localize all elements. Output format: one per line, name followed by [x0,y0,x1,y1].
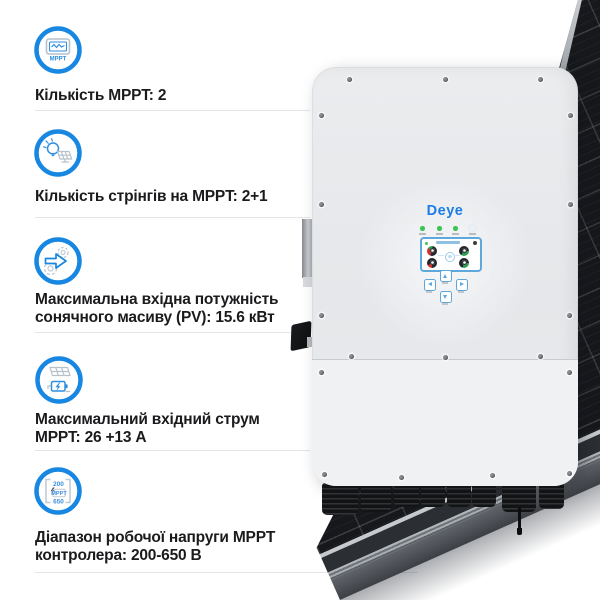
spec-voltage-range: Діапазон робочої напруги MPPT контролера… [35,529,276,564]
screen-header-text [436,241,460,244]
max-pv-power-icon [34,237,82,285]
screw [443,77,448,82]
range-mid-label: MPPT [51,491,67,497]
inverter-lower-section [312,359,578,486]
screw [490,473,495,478]
nav-label [442,303,448,305]
cable-gland [361,483,391,512]
spec-max-input-current: Максимальний вхідний струм MPPT: 26 +13 … [35,411,260,446]
mppt-count-icon: MPPT [34,26,82,74]
cable-gland [447,483,471,507]
status-led-green [420,226,425,231]
range-top-value: 200 [53,481,64,488]
nav-left-button [424,279,436,291]
nav-down-button [440,291,452,303]
led-label [436,233,443,235]
divider [35,110,310,111]
screen-status-dot [425,241,428,245]
mppt-icon-label: MPPT [50,57,67,63]
screw [399,475,404,480]
divider [35,332,310,333]
cable-gland [421,483,445,507]
flow-link [438,255,444,256]
screw [322,472,327,477]
energy-flow-node [445,251,455,262]
nav-up-button [440,270,452,282]
dc-switch-hinge [307,337,312,347]
battery-gauge [459,257,469,268]
grid-gauge [459,245,469,256]
wall-bracket [302,219,312,278]
cable-gland [539,483,564,509]
screw [568,113,573,118]
cable-gland [394,483,419,507]
screw [319,113,324,118]
status-led-alarm [470,226,475,231]
screw [349,354,354,359]
nav-label [442,282,448,284]
screw [567,313,572,318]
screw [347,77,352,82]
divider [35,572,418,573]
screw [443,355,448,360]
led-label [469,233,476,235]
led-label [452,233,459,235]
max-input-current-icon [35,356,83,404]
screw [538,77,543,82]
screw [538,354,543,359]
screw [319,202,324,207]
deye-logo: Deye [426,203,464,219]
inverter-body: Deye [312,67,578,486]
led-label [419,233,426,235]
cable-gland [472,483,496,507]
cable-gland [322,483,358,515]
range-bottom-value: 650 [53,499,64,506]
screw [319,313,324,318]
wall-bracket-tab [303,277,312,287]
screw [568,202,573,207]
flow-link [454,255,460,256]
screen-gear-icon [473,241,477,245]
nav-label [458,291,464,293]
screw [567,471,572,476]
spec-strings-per-mppt: Кількість стрінгів на MPPT: 2+1 [35,188,268,205]
spec-max-pv-power: Максимальна вхідна потужність сонячного … [35,291,279,326]
mppt-voltage-range-icon: 200 MPPT 650 [34,467,82,515]
strings-per-mppt-icon [34,129,82,177]
cable-gland [502,483,536,512]
nav-label [426,291,432,293]
pv-gauge [427,245,437,256]
screw [567,370,572,375]
nav-right-button [456,279,468,291]
status-led-green [437,226,442,231]
screw [319,370,324,375]
divider [35,217,310,218]
divider [35,450,310,451]
pv-wire [518,508,521,530]
load-gauge [427,257,437,268]
spec-mppt-count: Кількість MPPT: 2 [35,87,167,104]
lcd-display [420,237,482,272]
status-led-green [453,226,458,231]
mc4-connector [517,528,522,535]
